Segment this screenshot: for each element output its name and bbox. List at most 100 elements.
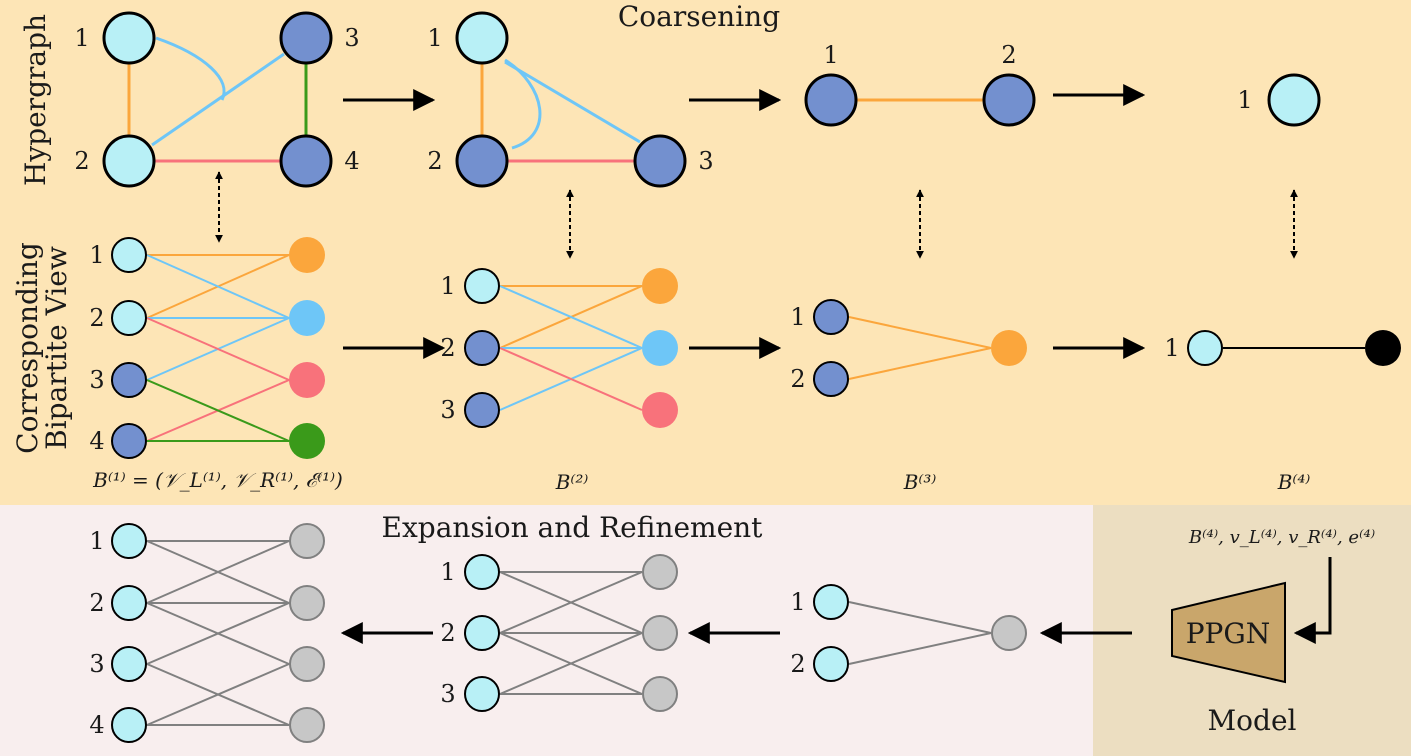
node-label: 2 xyxy=(790,650,805,678)
hyperedge-node xyxy=(289,523,325,559)
edge xyxy=(146,379,290,442)
node-label: 4 xyxy=(344,147,359,175)
bipartite-graph-4: 1 xyxy=(1164,330,1401,366)
node-label: 3 xyxy=(89,650,104,678)
node-label: 3 xyxy=(440,680,455,708)
node-label: 2 xyxy=(89,304,104,332)
node-label: 4 xyxy=(89,427,104,455)
caption-b4: B⁽⁴⁾ xyxy=(1277,470,1311,494)
row-label-bipartite-2: Bipartite View xyxy=(40,246,73,450)
hyperedge-node xyxy=(991,330,1027,366)
row-label-bipartite-1: Corresponding xyxy=(11,242,44,454)
node xyxy=(813,299,849,335)
node xyxy=(464,330,500,366)
node-1 xyxy=(1267,73,1321,127)
node-label: 3 xyxy=(344,24,359,52)
node-label: 1 xyxy=(790,588,805,616)
refinement-panel xyxy=(0,505,1093,756)
node xyxy=(813,646,849,682)
node-1 xyxy=(102,11,156,65)
hyperedge-node xyxy=(289,237,325,273)
node-label: 1 xyxy=(790,303,805,331)
edge xyxy=(848,347,992,380)
model-label: Model xyxy=(1208,704,1297,737)
edge xyxy=(146,602,290,665)
hyperedge-node xyxy=(642,330,678,366)
hyperedge-blue-2 xyxy=(504,60,641,144)
node-label: 3 xyxy=(698,147,713,175)
node xyxy=(813,361,849,397)
edge xyxy=(499,285,643,349)
hypergraph-3: 1 2 xyxy=(804,41,1036,127)
node-3 xyxy=(633,134,687,188)
node-1 xyxy=(455,11,509,65)
node xyxy=(111,646,147,682)
node-label: 1 xyxy=(89,527,104,555)
edge xyxy=(146,317,290,381)
node-4 xyxy=(279,134,333,188)
bipartite-graph-3: 1 2 xyxy=(790,299,1027,397)
hyperedge-node xyxy=(642,676,678,712)
model-input-caption: B⁽⁴⁾, v_L⁽⁴⁾, v_R⁽⁴⁾, e⁽⁴⁾ xyxy=(1188,527,1375,548)
node xyxy=(111,523,147,559)
node-label: 1 xyxy=(440,272,455,300)
model-input-arrow xyxy=(1293,557,1332,644)
node xyxy=(1187,330,1223,366)
node-2 xyxy=(982,73,1036,127)
node xyxy=(464,615,500,651)
hyperedge-node xyxy=(642,554,678,590)
edge xyxy=(499,632,643,695)
edge xyxy=(146,663,290,726)
node xyxy=(111,300,147,336)
hyperedge-blue xyxy=(155,36,226,101)
node-label: 1 xyxy=(74,24,89,52)
node-3 xyxy=(279,11,333,65)
node-label: 2 xyxy=(1001,41,1016,69)
node-label: 2 xyxy=(440,619,455,647)
node xyxy=(464,392,500,428)
node xyxy=(464,268,500,304)
node xyxy=(464,676,500,712)
edge xyxy=(848,601,992,634)
hyperedge-node xyxy=(642,268,678,304)
node-label: 1 xyxy=(89,241,104,269)
hyperedge-blue-2 xyxy=(151,52,285,147)
node xyxy=(464,554,500,590)
node-label: 1 xyxy=(440,558,455,586)
hypergraph-2: 1 2 3 xyxy=(427,11,714,188)
node-2 xyxy=(455,134,509,188)
node-label: 1 xyxy=(427,24,442,52)
node-label: 2 xyxy=(89,589,104,617)
node-label: 2 xyxy=(74,147,89,175)
node xyxy=(111,707,147,743)
refinement-title: Expansion and Refinement xyxy=(382,511,764,544)
bipartite-graph-1: 1 2 3 4 xyxy=(89,237,325,459)
edge xyxy=(499,347,643,411)
hyperedge-node xyxy=(991,615,1027,651)
node-label: 2 xyxy=(427,147,442,175)
edge xyxy=(848,632,992,665)
node xyxy=(111,362,147,398)
node-label: 1 xyxy=(1164,334,1179,362)
node xyxy=(111,585,147,621)
node-label: 1 xyxy=(823,41,838,69)
coarsening-panel xyxy=(0,0,1411,505)
refined-graph-3: 1 2 3 xyxy=(440,554,678,712)
caption-b3: B⁽³⁾ xyxy=(903,470,937,494)
hyperedge-node xyxy=(289,362,325,398)
edge xyxy=(146,254,290,319)
ppgn-label: PPGN xyxy=(1186,617,1271,650)
node-2 xyxy=(102,134,156,188)
node-label: 1 xyxy=(1237,86,1252,114)
hyperedge-node xyxy=(289,300,325,336)
hyperedge-node xyxy=(289,707,325,743)
hypergraph-1: 1 2 3 4 xyxy=(74,11,360,188)
coarsening-title: Coarsening xyxy=(618,0,780,33)
edge xyxy=(146,540,290,604)
hyperedge-node xyxy=(1365,330,1401,366)
caption-b2: B⁽²⁾ xyxy=(555,470,589,494)
refined-graph-2: 1 2 xyxy=(790,584,1027,682)
hyperedge-node xyxy=(289,423,325,459)
